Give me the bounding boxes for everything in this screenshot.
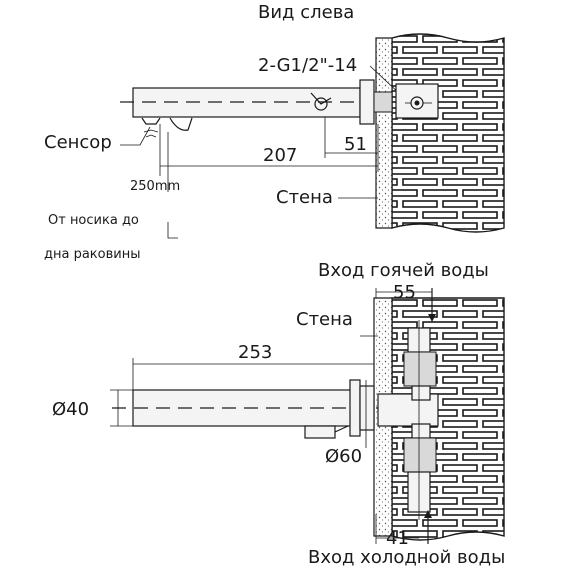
cold-inlet-label: Вход холодной воды	[308, 547, 505, 568]
top-brick-wall	[375, 33, 505, 233]
sensor	[141, 117, 193, 138]
note-line-1: От носика до	[48, 213, 139, 228]
top-view: Вид слева 2-G1/2"-14	[44, 2, 505, 262]
thread-label: 2-G1/2"-14	[258, 55, 357, 76]
dim-51: 51	[344, 134, 367, 155]
note-line-2: дна раковины	[44, 247, 140, 262]
bottom-view: Вход гоячей воды 55 Стена 253	[52, 260, 505, 568]
sensor-label: Сенсор	[44, 132, 112, 153]
top-spout	[120, 79, 439, 125]
dia60: Ø60	[325, 446, 362, 467]
mm250-label: 250mm	[130, 179, 180, 194]
bottom-wall-label: Стена	[296, 309, 353, 330]
mixing-valves	[377, 320, 439, 520]
dia40: Ø40	[52, 399, 89, 420]
dim-41: 41	[386, 528, 409, 549]
dim-253: 253	[238, 342, 272, 363]
top-wall-plaster	[375, 37, 393, 229]
dim-55: 55	[393, 282, 416, 303]
top-view-title: Вид слева	[258, 2, 354, 23]
hot-inlet-label: Вход гоячей воды	[318, 260, 489, 281]
sensor-leader	[120, 126, 151, 146]
dim-207: 207	[263, 145, 297, 166]
side-spout	[112, 379, 378, 439]
note-marker	[167, 222, 178, 239]
top-wall-label: Стена	[276, 187, 333, 208]
